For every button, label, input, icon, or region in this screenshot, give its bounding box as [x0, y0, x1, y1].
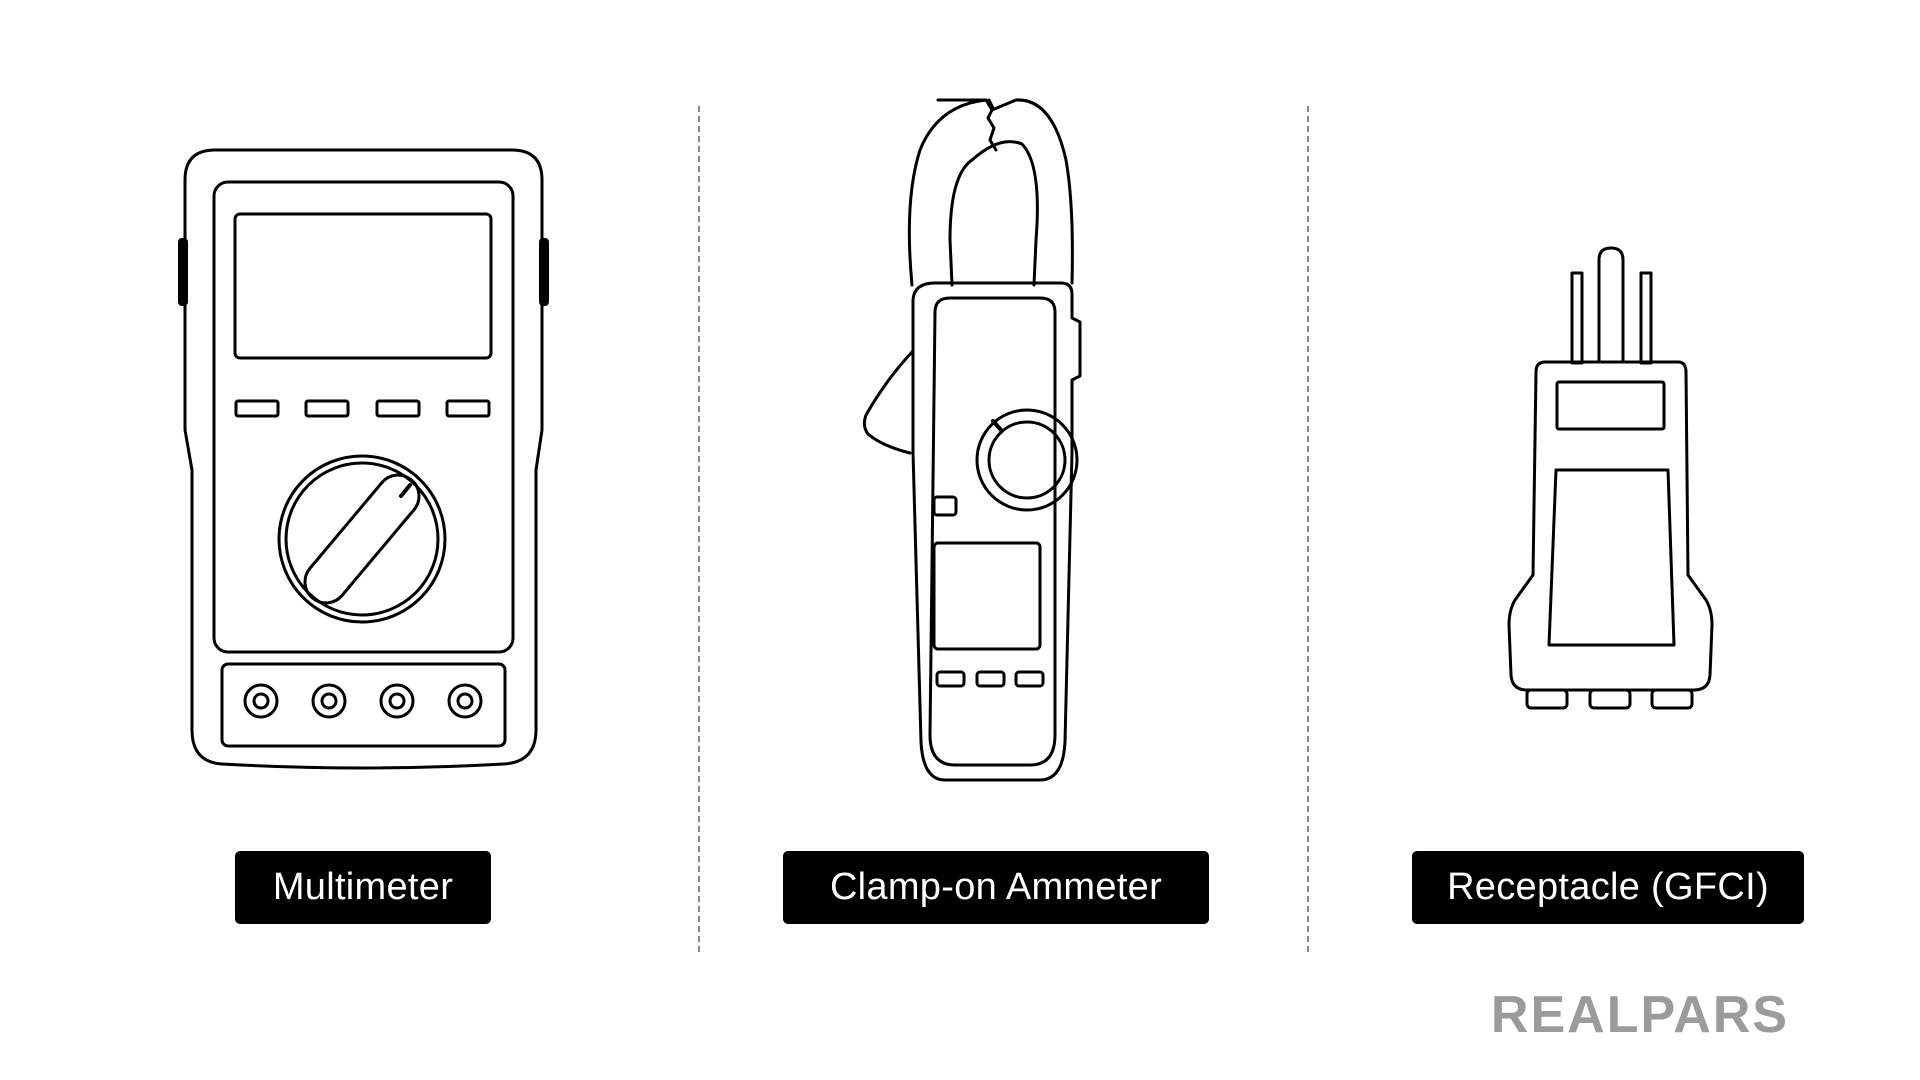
label-clamp-on-ammeter: Clamp-on Ammeter	[783, 851, 1209, 924]
label-multimeter: Multimeter	[235, 851, 491, 924]
divider-right	[1307, 106, 1309, 952]
svg-text:REALPARS: REALPARS	[1491, 986, 1789, 1044]
receptacle-tester-icon	[1507, 246, 1714, 710]
divider-left	[698, 106, 700, 952]
realpars-logo: REALPARS	[1491, 986, 1789, 1044]
multimeter-icon	[178, 148, 549, 770]
label-receptacle-gfci: Receptacle (GFCI)	[1412, 851, 1804, 924]
clamp-meter-icon	[862, 98, 1082, 782]
